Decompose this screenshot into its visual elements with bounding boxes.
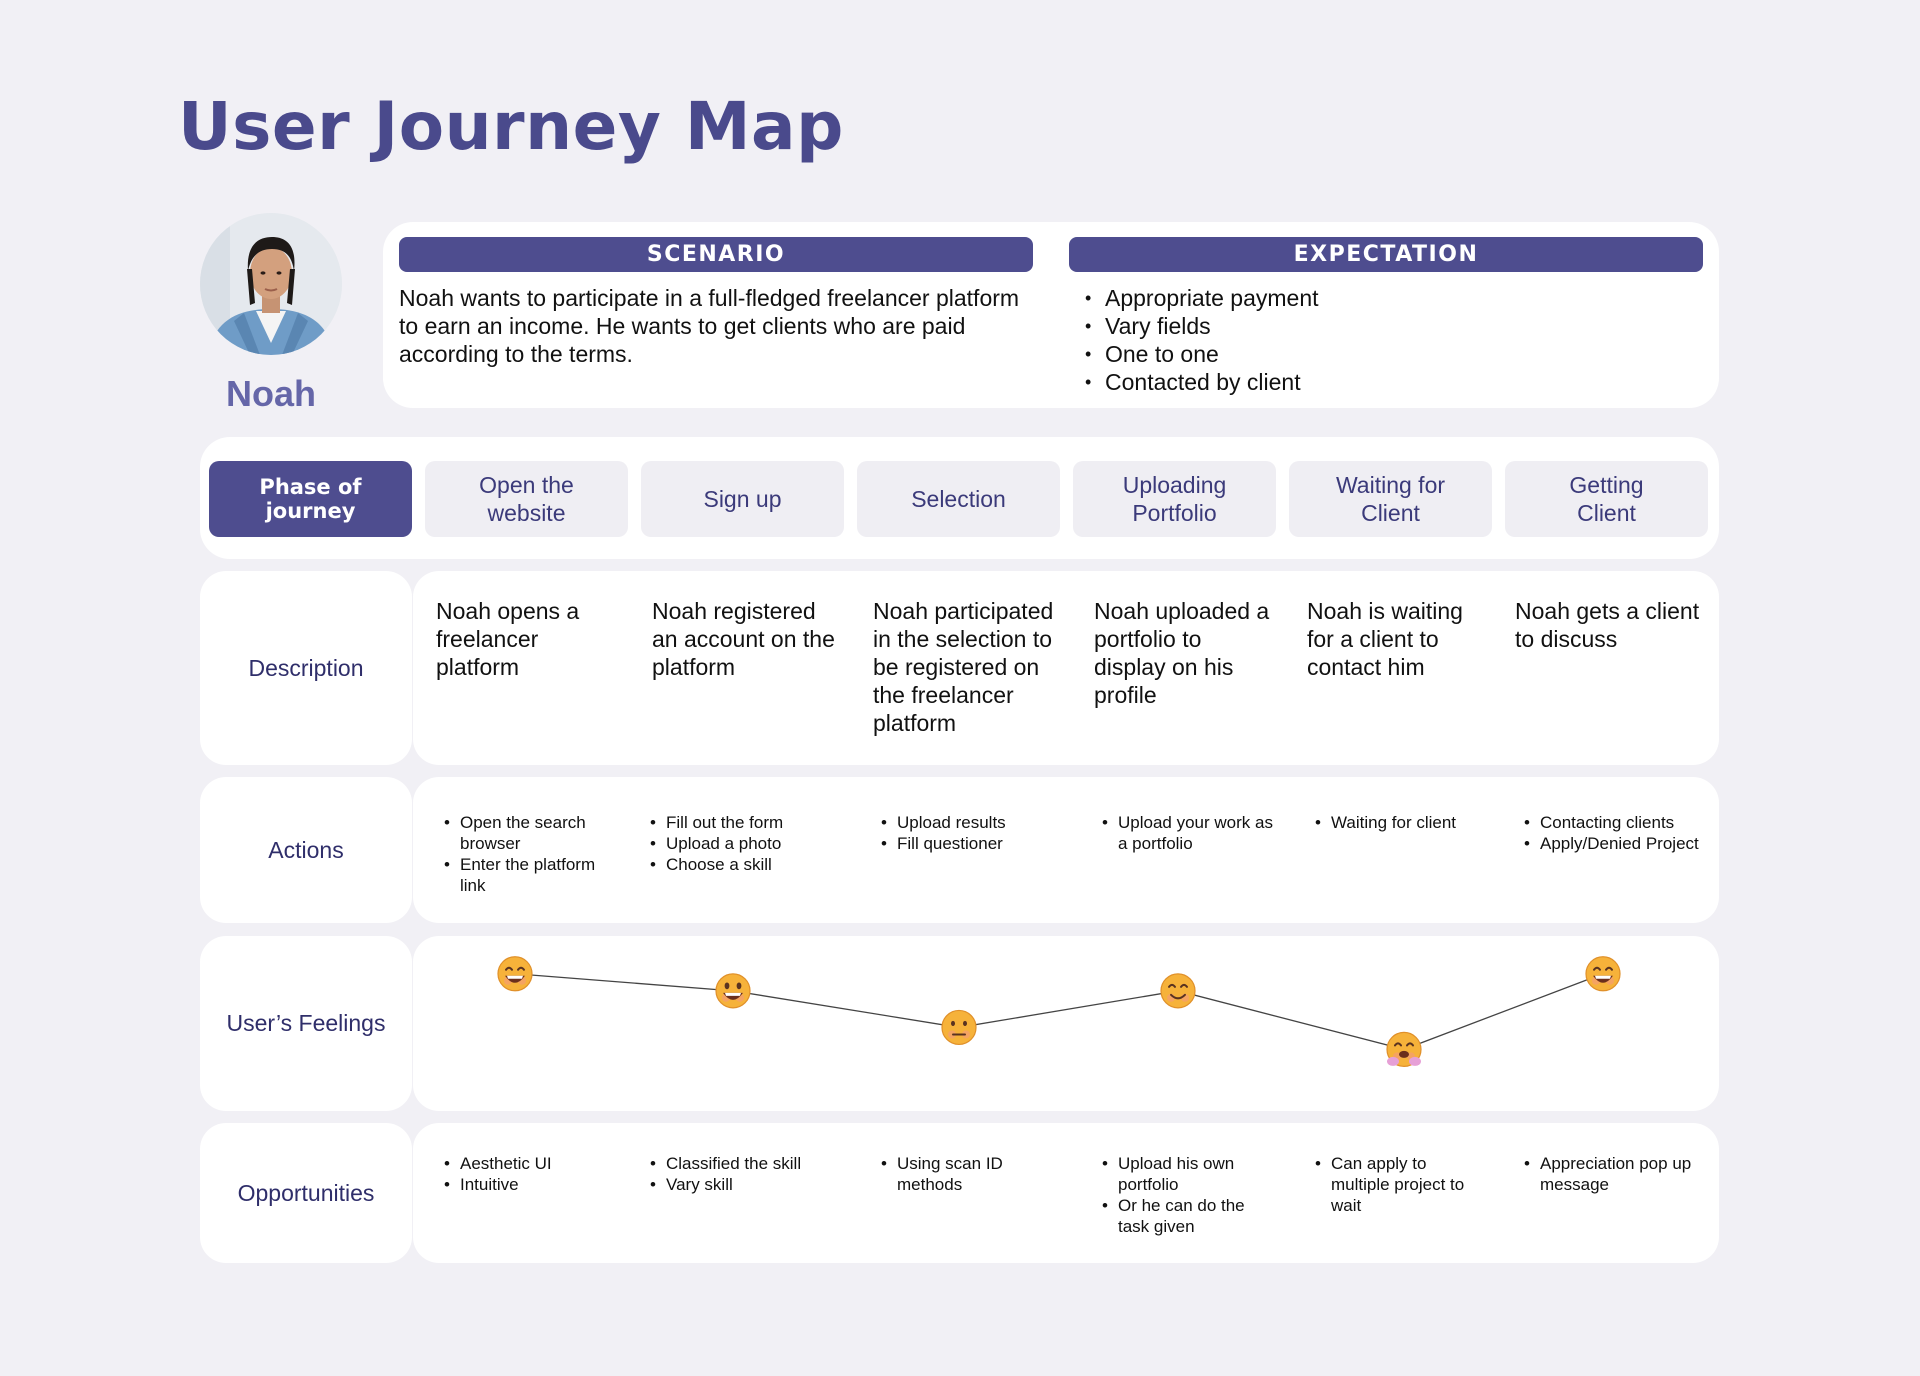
action-item: Upload results — [880, 812, 1070, 833]
opportunities-list: Classified the skill Vary skill — [649, 1153, 839, 1195]
scenario-text: Noah wants to participate in a full-fled… — [399, 285, 1020, 367]
emoji-smiling-icon — [1160, 973, 1196, 1009]
phase-sign-up: Sign up — [641, 461, 844, 537]
feelings-row — [413, 936, 1719, 1111]
phase-waiting-for-client: Waiting for Client — [1289, 461, 1492, 537]
expectation-item: Vary fields — [1083, 312, 1319, 340]
feelings-line — [514, 973, 1604, 1051]
emoji-grinning-icon — [715, 973, 751, 1009]
phase-getting-client: Getting Client — [1505, 461, 1708, 537]
feelings-curve — [497, 956, 1621, 1068]
actions-list: Open the search browser Enter the platfo… — [443, 812, 623, 896]
phase-uploading-portfolio: Uploading Portfolio — [1073, 461, 1276, 537]
action-item: Fill questioner — [880, 833, 1070, 854]
expectation-item: One to one — [1083, 340, 1319, 368]
persona-avatar — [200, 213, 342, 355]
opportunity-item: Aesthetic UI — [443, 1153, 623, 1174]
opportunities-row: Aesthetic UI Intuitive Classified the sk… — [413, 1123, 1719, 1263]
action-item: Waiting for client — [1314, 812, 1504, 833]
action-item: Apply/Denied Project — [1523, 833, 1703, 854]
actions-list: Upload results Fill questioner — [880, 812, 1070, 854]
persona-name: Noah — [226, 373, 316, 414]
opportunities-list: Upload his own portfolio Or he can do th… — [1101, 1153, 1271, 1237]
opportunities-label: Opportunities — [200, 1123, 412, 1263]
actions-list: Upload your work as a portfolio — [1101, 812, 1281, 854]
phase-open-website: Open the website — [425, 461, 628, 537]
description-cell: Noah gets a client to discuss — [1515, 598, 1700, 652]
opportunities-list: Using scan ID methods — [880, 1153, 1040, 1195]
opportunity-item: Using scan ID methods — [880, 1153, 1040, 1195]
persona-photo — [200, 213, 342, 355]
action-item: Open the search browser — [443, 812, 623, 854]
opportunity-item: Can apply to multiple project to wait — [1314, 1153, 1489, 1216]
actions-list: Contacting clients Apply/Denied Project — [1523, 812, 1703, 854]
phase-row: Phase of journey Open the website Sign u… — [200, 437, 1719, 559]
emoji-neutral-icon — [941, 1009, 977, 1046]
action-item: Upload a photo — [649, 833, 839, 854]
description-cell: Noah uploaded a portfolio to display on … — [1094, 598, 1270, 708]
action-item: Contacting clients — [1523, 812, 1703, 833]
opportunity-item: Vary skill — [649, 1174, 839, 1195]
action-item: Enter the platform link — [443, 854, 623, 896]
opportunities-list: Appreciation pop up message — [1523, 1153, 1693, 1195]
page-title: User Journey Map — [178, 88, 844, 165]
description-cell: Noah registered an account on the platfo… — [652, 598, 835, 680]
opportunity-item: Classified the skill — [649, 1153, 839, 1174]
actions-row: Open the search browser Enter the platfo… — [413, 777, 1719, 923]
opportunities-list: Can apply to multiple project to wait — [1314, 1153, 1489, 1216]
description-label: Description — [200, 571, 412, 765]
feelings-label: User’s Feelings — [200, 936, 412, 1111]
opportunity-item: Or he can do the task given — [1101, 1195, 1271, 1237]
actions-label: Actions — [200, 777, 412, 923]
actions-list: Waiting for client — [1314, 812, 1504, 833]
expectation-list: Appropriate payment Vary fields One to o… — [1083, 284, 1319, 396]
description-cell: Noah opens a freelancer platform — [436, 598, 580, 680]
emoji-tired-hugging-icon — [1386, 1031, 1422, 1068]
emoji-grinning-squinting-icon — [1585, 956, 1621, 992]
expectation-item: Appropriate payment — [1083, 284, 1319, 312]
actions-list: Fill out the form Upload a photo Choose … — [649, 812, 839, 875]
opportunity-item: Appreciation pop up message — [1523, 1153, 1693, 1195]
expectation-item: Contacted by client — [1083, 368, 1319, 396]
description-cell: Noah participated in the selection to be… — [873, 598, 1054, 736]
description-cell: Noah is waiting for a client to contact … — [1307, 598, 1463, 680]
action-item: Upload your work as a portfolio — [1101, 812, 1281, 854]
description-row: Noah opens a freelancer platform Noah re… — [413, 571, 1719, 765]
phase-selection: Selection — [857, 461, 1060, 537]
expectation-header: EXPECTATION — [1069, 237, 1703, 272]
scenario-header: SCENARIO — [399, 237, 1033, 272]
opportunity-item: Intuitive — [443, 1174, 623, 1195]
scenario-expectation-card: SCENARIO EXPECTATION Noah wants to parti… — [383, 222, 1719, 408]
phase-header: Phase of journey — [209, 461, 412, 537]
action-item: Choose a skill — [649, 854, 839, 875]
opportunity-item: Upload his own portfolio — [1101, 1153, 1271, 1195]
opportunities-list: Aesthetic UI Intuitive — [443, 1153, 623, 1195]
emoji-grinning-squinting-icon — [497, 956, 533, 992]
action-item: Fill out the form — [649, 812, 839, 833]
